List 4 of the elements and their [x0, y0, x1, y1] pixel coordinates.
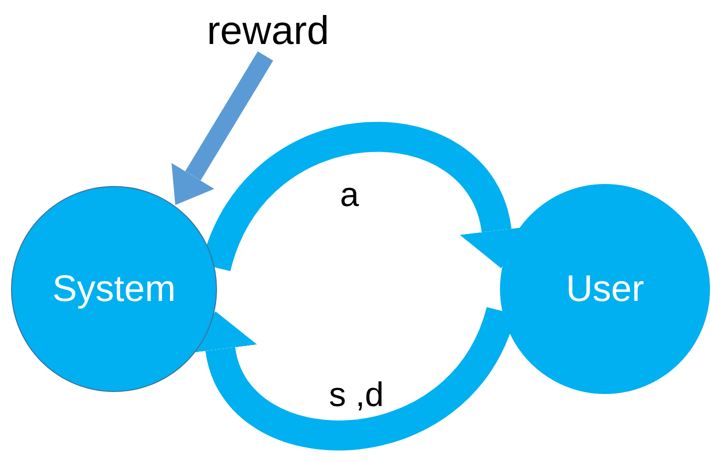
node-text: reward — [206, 11, 330, 51]
reward-arrow — [172, 51, 274, 205]
node-text: System — [52, 267, 176, 312]
node-text: User — [566, 267, 644, 312]
